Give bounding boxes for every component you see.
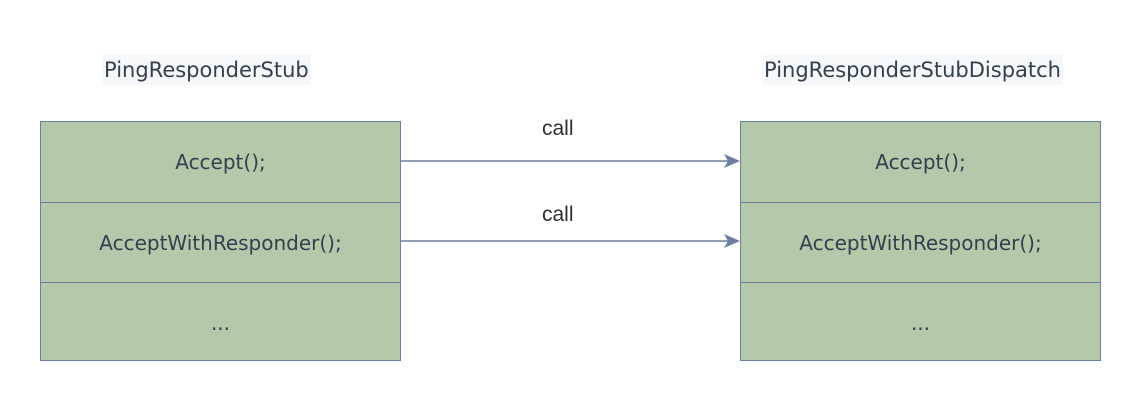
right-method-accept: Accept(); <box>875 150 966 174</box>
right-class-title: PingResponderStubDispatch <box>762 55 1063 85</box>
left-class-box: Accept(); AcceptWithResponder(); ... <box>40 121 401 361</box>
edge-label-accept-with-responder: call <box>542 203 574 226</box>
call-arrow-accept-with-responder <box>401 234 740 248</box>
right-method-ellipsis: ... <box>741 282 1100 362</box>
edge-label-accept: call <box>542 117 574 140</box>
left-class-title: PingResponderStub <box>102 55 311 85</box>
left-method-accept-with-responder: AcceptWithResponder(); <box>41 202 400 282</box>
left-method-ellipsis: ... <box>41 282 400 362</box>
left-method-accept: Accept(); <box>175 150 266 174</box>
right-class-box: Accept(); AcceptWithResponder(); ... <box>740 121 1101 361</box>
right-method-accept-with-responder: AcceptWithResponder(); <box>741 202 1100 282</box>
call-arrow-accept <box>401 154 740 168</box>
